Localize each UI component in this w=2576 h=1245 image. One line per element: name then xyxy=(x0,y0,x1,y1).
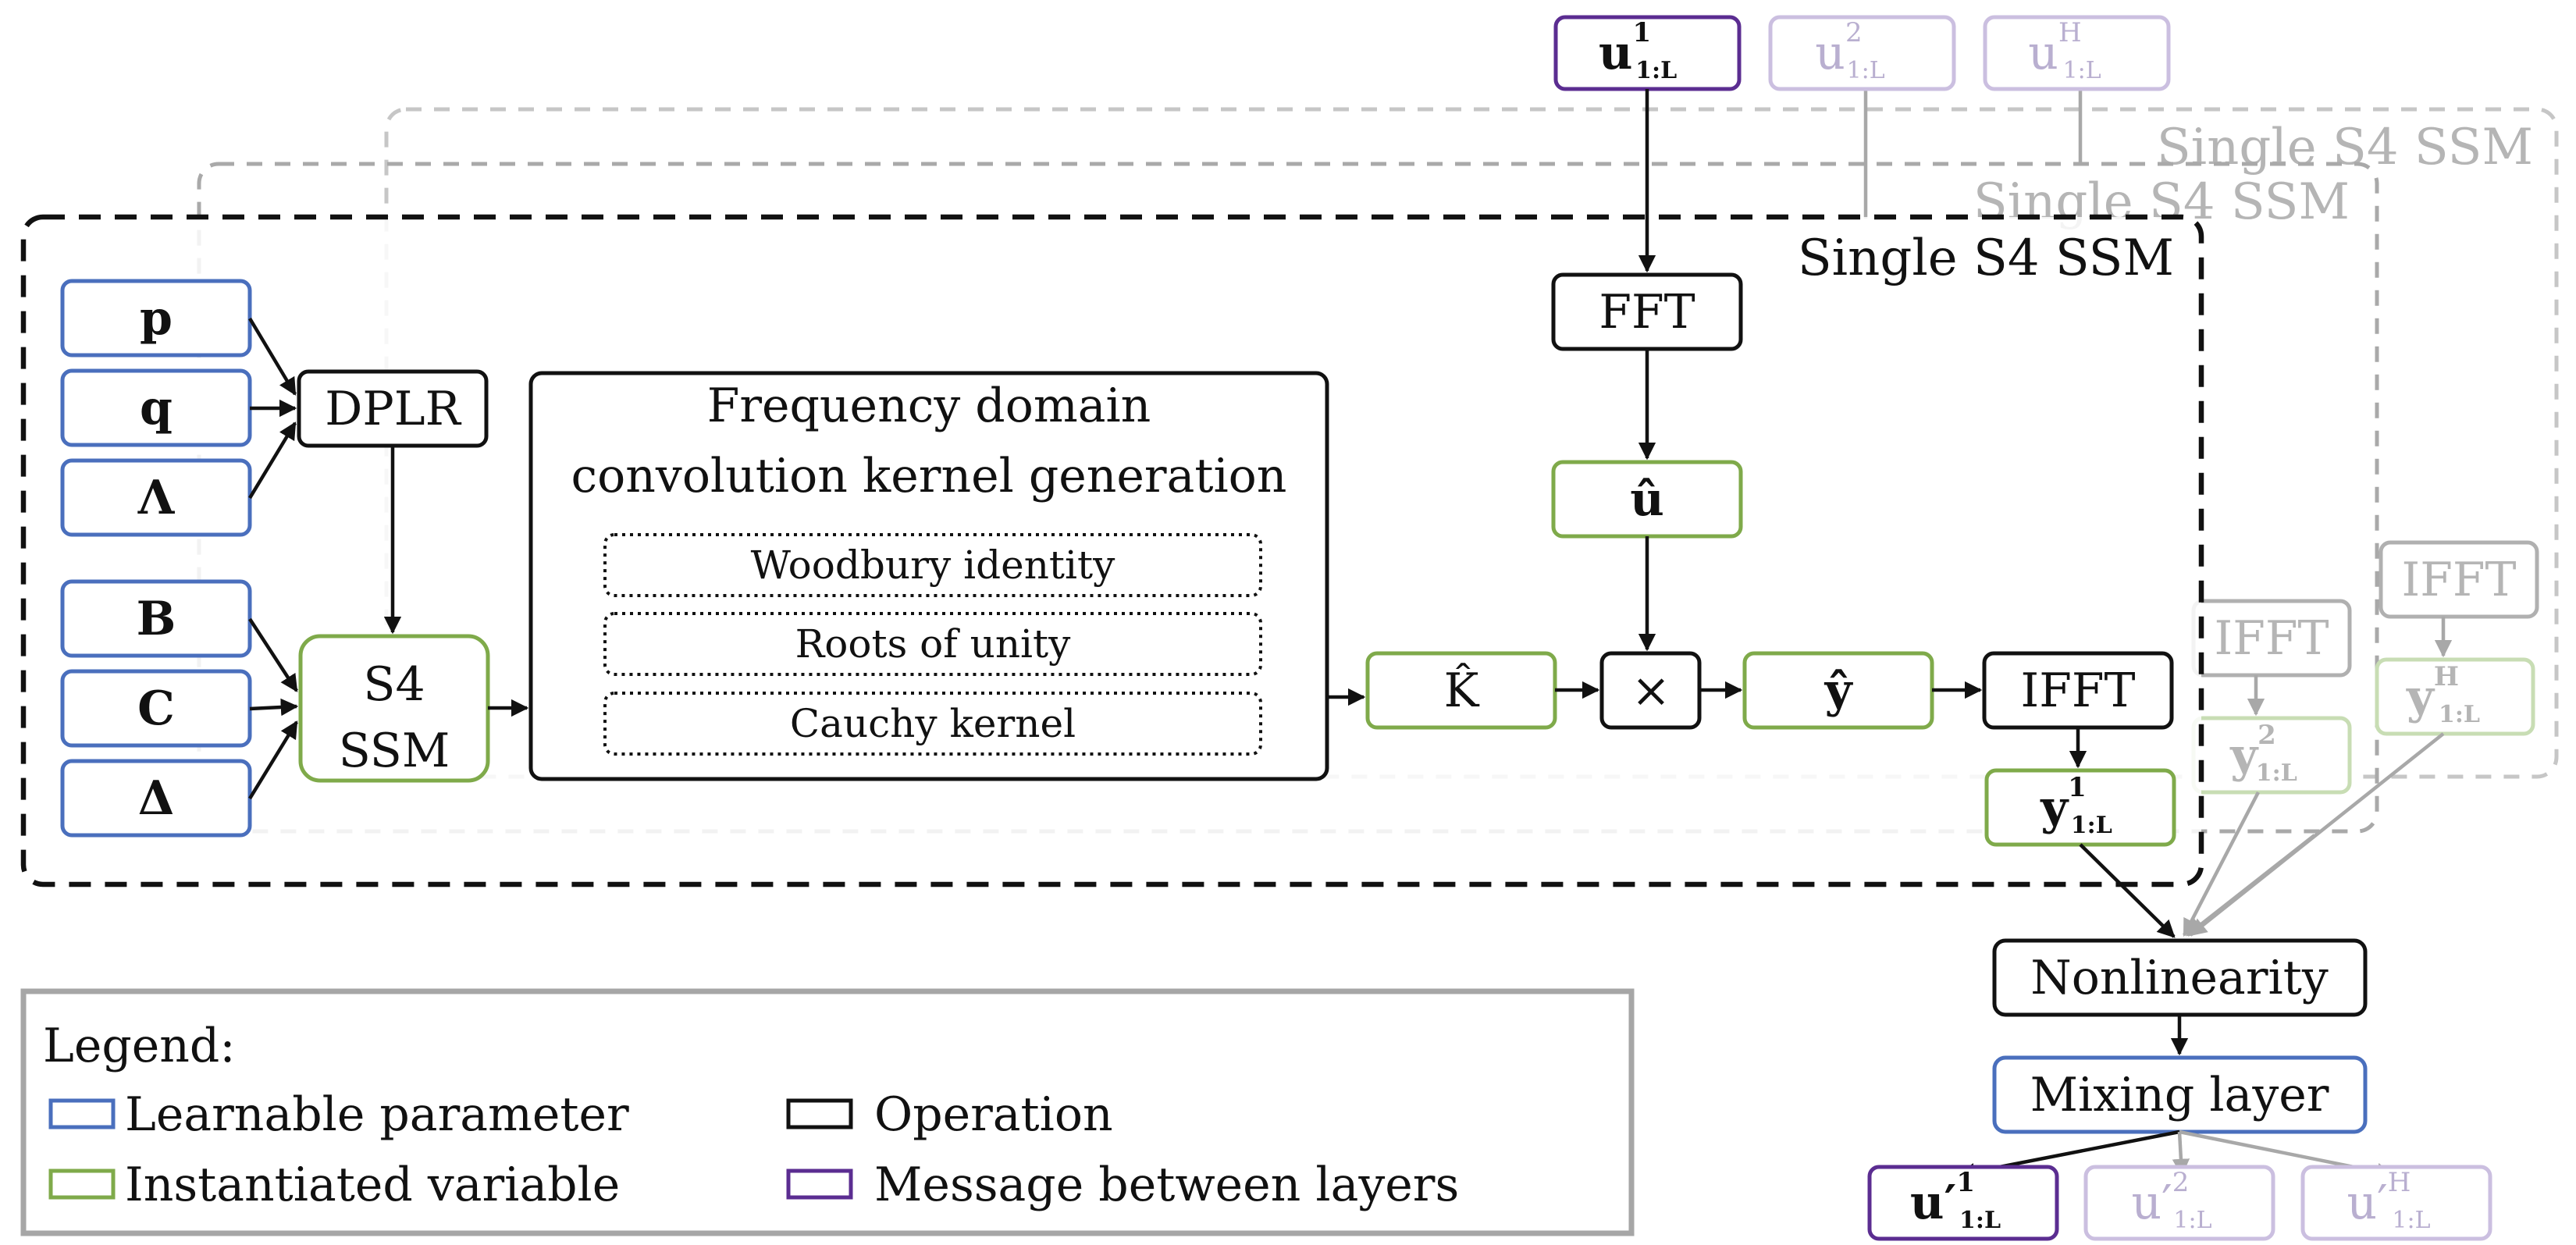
uhat-label: û xyxy=(1630,472,1664,527)
p-to-dplr xyxy=(248,317,297,396)
ifft-h-label: IFFT xyxy=(2402,553,2517,607)
param-lambda-label: Λ xyxy=(137,471,176,525)
legend-message-label: Message between layers xyxy=(874,1158,1459,1212)
uo1-box xyxy=(1867,1165,2059,1241)
uo2-box xyxy=(2083,1165,2275,1241)
b-to-s4 xyxy=(248,617,298,692)
param-p-label: p xyxy=(140,291,173,346)
legend-message-swatch xyxy=(786,1169,853,1200)
woodbury-label: Woodbury identity xyxy=(751,542,1115,588)
multiply-label: × xyxy=(1631,663,1670,718)
legend-title: Legend: xyxy=(43,1019,236,1073)
param-b-box xyxy=(60,579,252,658)
fft-label: FFT xyxy=(1599,285,1695,340)
legend-operation-swatch xyxy=(786,1098,853,1129)
yhat-label: ŷ xyxy=(1824,663,1854,718)
nonlinearity-label: Nonlinearity xyxy=(2030,951,2329,1005)
kernel-gen-line1: Frequency domain xyxy=(707,379,1151,433)
uH-box xyxy=(1983,15,2171,91)
back-frame-h-title: Single S4 SSM xyxy=(2157,119,2533,176)
ifft-2-label: IFFT xyxy=(2215,611,2329,666)
s4-ssm-line2: SSM xyxy=(339,724,450,778)
param-delta-label: Δ xyxy=(138,771,175,826)
c-to-s4 xyxy=(249,698,299,717)
cauchy-box xyxy=(603,692,1262,756)
legend-operation-label: Operation xyxy=(874,1087,1113,1142)
yH-to-nonlinearity xyxy=(2189,732,2445,937)
ifft-h-box xyxy=(2379,540,2539,619)
delta-to-s4 xyxy=(248,720,298,800)
roots-label: Roots of unity xyxy=(795,621,1071,667)
ifft-label: IFFT xyxy=(2021,663,2136,718)
param-q-label: q xyxy=(140,381,173,436)
y1-to-nonlinearity xyxy=(2079,843,2176,938)
legend-instantiated-label: Instantiated variable xyxy=(125,1158,620,1212)
y2-to-nonlinearity xyxy=(2183,791,2260,937)
legend-instantiated-swatch xyxy=(48,1169,116,1200)
dplr-label: DPLR xyxy=(325,382,461,436)
param-p-box xyxy=(60,279,252,357)
u2-box xyxy=(1768,15,1956,91)
cauchy-label: Cauchy kernel xyxy=(790,701,1076,746)
woodbury-box xyxy=(603,533,1262,597)
uoH-box xyxy=(2300,1165,2492,1241)
s4-ssm-line1: S4 xyxy=(363,657,425,712)
front-frame-title: Single S4 SSM xyxy=(1798,229,2174,287)
lambda-to-dplr xyxy=(248,422,297,500)
roots-box xyxy=(603,612,1262,676)
param-b-label: B xyxy=(137,592,176,646)
yH-box xyxy=(2375,657,2535,736)
legend-learnable-label: Learnable parameter xyxy=(125,1087,629,1142)
legend-learnable-swatch xyxy=(48,1098,116,1129)
khat-label: K̂ xyxy=(1444,663,1480,718)
param-c-label: C xyxy=(137,681,175,736)
mixing-layer-label: Mixing layer xyxy=(2030,1068,2329,1122)
kernel-gen-line2: convolution kernel generation xyxy=(571,449,1287,503)
